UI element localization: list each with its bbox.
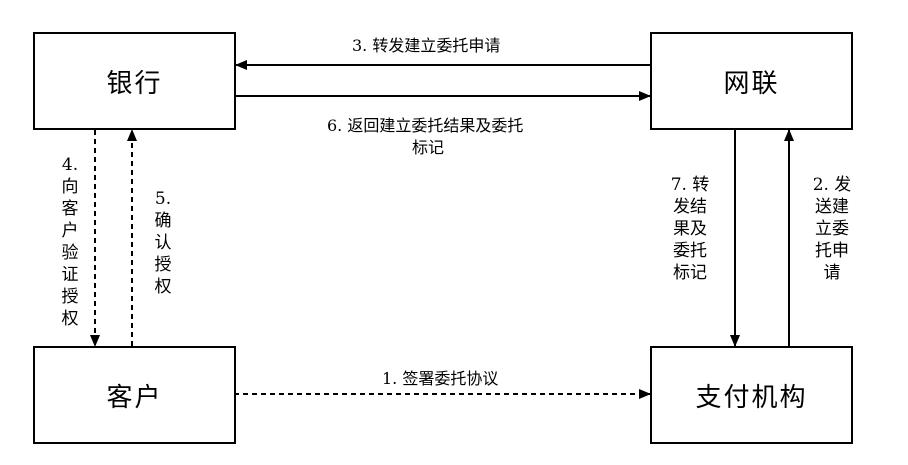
- label-step-2: 2. 发 送建 立委 托申 请: [812, 175, 852, 283]
- label-step-3: 3. 转发建立委托申请: [352, 36, 501, 55]
- label-step-1: 1. 签署委托协议: [382, 369, 499, 388]
- node-payment-institution: 支付机构: [650, 346, 853, 444]
- label-step-7: 7. 转 发结 果及 委托 标记: [670, 175, 710, 283]
- node-unionpay: 网联: [650, 32, 853, 130]
- node-bank: 银行: [33, 32, 236, 130]
- label-step-6-line1: 6. 返回建立委托结果及委托: [327, 116, 524, 135]
- label-step-4: 4. 向 客 户 验 证 授 权: [61, 155, 79, 329]
- label-step-5: 5. 确 认 授 权: [154, 189, 172, 297]
- label-step-6-line2: 标记: [412, 138, 445, 157]
- node-customer: 客户: [33, 346, 236, 444]
